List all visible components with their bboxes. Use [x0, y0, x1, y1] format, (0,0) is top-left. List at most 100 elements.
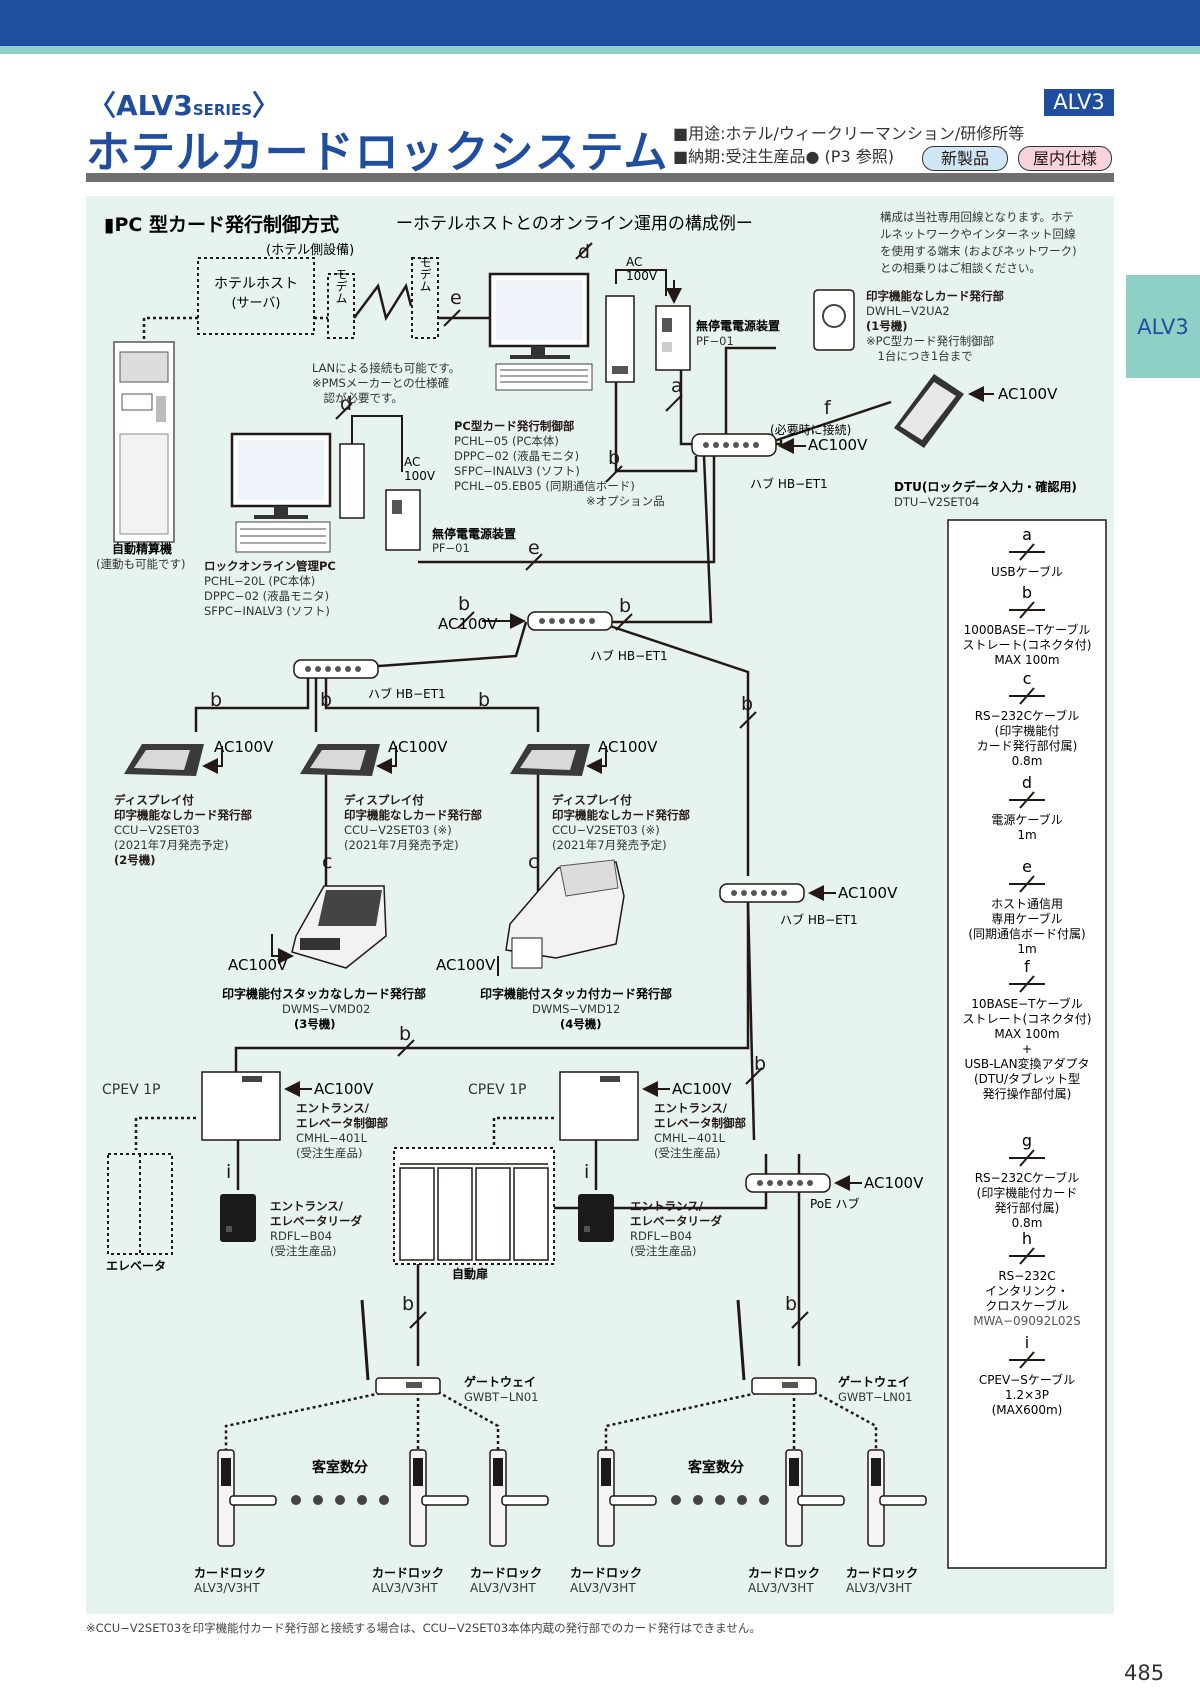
- svg-text:を使用する端末 (およびネットワーク): を使用する端末 (およびネットワーク): [880, 244, 1077, 258]
- page-title: ホテルカードロックシステム: [86, 127, 669, 178]
- svg-text:PC型カード発行制御部: PC型カード発行制御部: [454, 419, 575, 433]
- svg-text:b: b: [458, 593, 470, 615]
- svg-text:PCHL−20L (PC本体): PCHL−20L (PC本体): [204, 574, 315, 588]
- legend-line-g-0: RS−232Cケーブル: [975, 1170, 1080, 1185]
- display-unit-2: [300, 744, 380, 776]
- svg-text:認が必要です。: 認が必要です。: [312, 391, 403, 405]
- cpev-1: CPEV 1P: [102, 1082, 160, 1098]
- legend-letter-d: d: [1022, 773, 1032, 792]
- card-lock-labels: カードロック ALV3/V3HT カードロック ALV3/V3HT カードロック…: [194, 1566, 918, 1595]
- ctrl1-label: エントランス/ エレベータ制御部 CMHL−401L (受注生産品): [296, 1101, 388, 1160]
- hub1-label: ハブ HB−ET1: [750, 476, 828, 491]
- power-line-1: [615, 269, 667, 296]
- dtu-label: DTU(ロックデータ入力・確認用): [894, 479, 1077, 494]
- legend-line-h-3: MWA−09092L02S: [973, 1314, 1081, 1328]
- svg-text:エレベータ制御部: エレベータ制御部: [654, 1116, 746, 1130]
- card-lock-4: [597, 1449, 657, 1547]
- disp3-ac: AC100V: [598, 738, 658, 756]
- gateway2-model: GWBT−LN01: [838, 1390, 912, 1404]
- svg-text:エレベータリーダ: エレベータリーダ: [270, 1214, 362, 1228]
- svg-text:印字機能なしカード発行部: 印字機能なしカード発行部: [114, 808, 252, 822]
- settlement-label: 自動精算機: [112, 541, 172, 556]
- printer4-model: DWMS−VMD12: [532, 1002, 620, 1016]
- ups1-ac: AC: [626, 255, 642, 269]
- svg-text:ALV3/V3HT: ALV3/V3HT: [372, 1581, 438, 1595]
- svg-text:DPPC−02 (液晶モニタ): DPPC−02 (液晶モニタ): [454, 449, 579, 463]
- legend-letter-g: g: [1022, 1131, 1032, 1150]
- svg-text:b: b: [320, 689, 332, 711]
- svg-text:ロックオンライン管理PC: ロックオンライン管理PC: [204, 559, 336, 573]
- svg-text:印字機能なしカード発行部: 印字機能なしカード発行部: [552, 808, 690, 822]
- svg-text:d: d: [340, 393, 352, 415]
- printer4-ac: AC100V: [436, 956, 496, 974]
- svg-text:b: b: [741, 693, 753, 715]
- legend-line-f-2: MAX 100m: [994, 1027, 1059, 1041]
- poe-ac: AC100V: [864, 1174, 924, 1192]
- hub-3: [293, 659, 379, 679]
- hotel-side-label: (ホテル側設備): [266, 242, 354, 258]
- ups1-model: PF−01: [696, 334, 734, 348]
- printer3-unit: (3号機): [294, 1017, 336, 1031]
- elevator-label: エレベータ: [106, 1259, 166, 1273]
- legend-letter-i: i: [1025, 1333, 1029, 1352]
- svg-text:1台につき1台まで: 1台につき1台まで: [866, 349, 973, 363]
- legend-letter-f: f: [1024, 957, 1030, 976]
- auto-door: [393, 1147, 555, 1265]
- legend-line-i-0: CPEV−Sケーブル: [979, 1372, 1075, 1387]
- modem-left: [327, 273, 355, 339]
- svg-text:f: f: [824, 397, 832, 419]
- svg-text:LANによる接続も可能です。: LANによる接続も可能です。: [312, 361, 460, 375]
- svg-text:カードロック: カードロック: [372, 1566, 444, 1580]
- svg-text:b: b: [399, 1023, 411, 1045]
- legend-letter-e: e: [1022, 857, 1032, 876]
- printer3-ac: AC100V: [228, 956, 288, 974]
- svg-text:ALV3/V3HT: ALV3/V3HT: [748, 1581, 814, 1595]
- svg-text:i: i: [226, 1161, 231, 1183]
- svg-text:との相乗りはご相談ください。: との相乗りはご相談ください。: [880, 261, 1041, 275]
- legend-line-f-0: 10BASE−Tケーブル: [971, 996, 1083, 1011]
- svg-text:カードロック: カードロック: [570, 1566, 642, 1580]
- svg-text:CMHL−401L: CMHL−401L: [296, 1131, 368, 1145]
- rooms-label-2: 客室数分: [687, 1459, 744, 1476]
- legend-line-i-2: (MAX600m): [992, 1403, 1063, 1417]
- top-bar: [0, 0, 1200, 46]
- printer-3: [291, 885, 387, 969]
- legend-line-h-0: RS−232C: [998, 1269, 1055, 1283]
- modem-left-label: モデム: [334, 268, 348, 304]
- issuer1-label: 印字機能なしカード発行部 DWHL−V2UA2 (1号機) ※PC型カード発行制…: [866, 289, 1004, 363]
- svg-text:エントランス/: エントランス/: [630, 1199, 704, 1213]
- legend-line-f-3: +: [1022, 1042, 1032, 1056]
- legend-line-f-5: (DTU/タブレット型: [974, 1071, 1080, 1086]
- delivery-text: ■納期:受注生産品● (P3 参照): [673, 147, 894, 166]
- svg-text:CCU−V2SET03: CCU−V2SET03: [114, 823, 200, 837]
- settlement-machine: [113, 341, 175, 543]
- auto-door-label: 自動扉: [452, 1266, 488, 1281]
- svg-text:※PC型カード発行制御部: ※PC型カード発行制御部: [866, 334, 994, 348]
- printer4-unit: (4号機): [560, 1017, 602, 1031]
- svg-text:PCHL−05.EB05 (同期通信ボード): PCHL−05.EB05 (同期通信ボード): [454, 479, 635, 493]
- lan-note: LANによる接続も可能です。 ※PMSメーカーとの仕様確 認が必要です。: [312, 361, 460, 405]
- power-line-2: [351, 415, 403, 472]
- reader1-label: エントランス/ エレベータリーダ RDFL−B04 (受注生産品): [270, 1199, 362, 1258]
- elevator: [107, 1153, 173, 1255]
- system-diagram: ▮PC 型カード発行制御方式 ーホテルホストとのオンライン運用の構成例ー 構成は…: [96, 210, 1107, 1595]
- cable-slashes: [335, 242, 809, 1329]
- gateway-1: [360, 1299, 441, 1395]
- svg-text:c: c: [322, 851, 332, 873]
- svg-text:b: b: [619, 595, 631, 617]
- svg-text:ルネットワークやインターネット回線: ルネットワークやインターネット回線: [880, 227, 1076, 241]
- hub1-ac: AC100V: [808, 436, 868, 454]
- legend-line-f-1: ストレート(コネクタ付): [963, 1012, 1092, 1026]
- settlement-sublabel: (連動も可能です): [96, 557, 185, 571]
- svg-text:c: c: [528, 851, 538, 873]
- legend-line-f-4: USB-LAN変換アダプタ: [964, 1056, 1089, 1071]
- cable-letters: e a b f e b b b b b b c c b b i i b b d …: [210, 241, 832, 1315]
- usage-text: ■用途:ホテル/ウィークリーマンション/研修所等: [673, 124, 1025, 143]
- card-lock-1: [217, 1449, 277, 1547]
- svg-text:ALV3/V3HT: ALV3/V3HT: [194, 1581, 260, 1595]
- svg-text:ALV3/V3HT: ALV3/V3HT: [570, 1581, 636, 1595]
- hub3-label: ハブ HB−ET1: [368, 686, 446, 701]
- modem-right: [411, 257, 439, 339]
